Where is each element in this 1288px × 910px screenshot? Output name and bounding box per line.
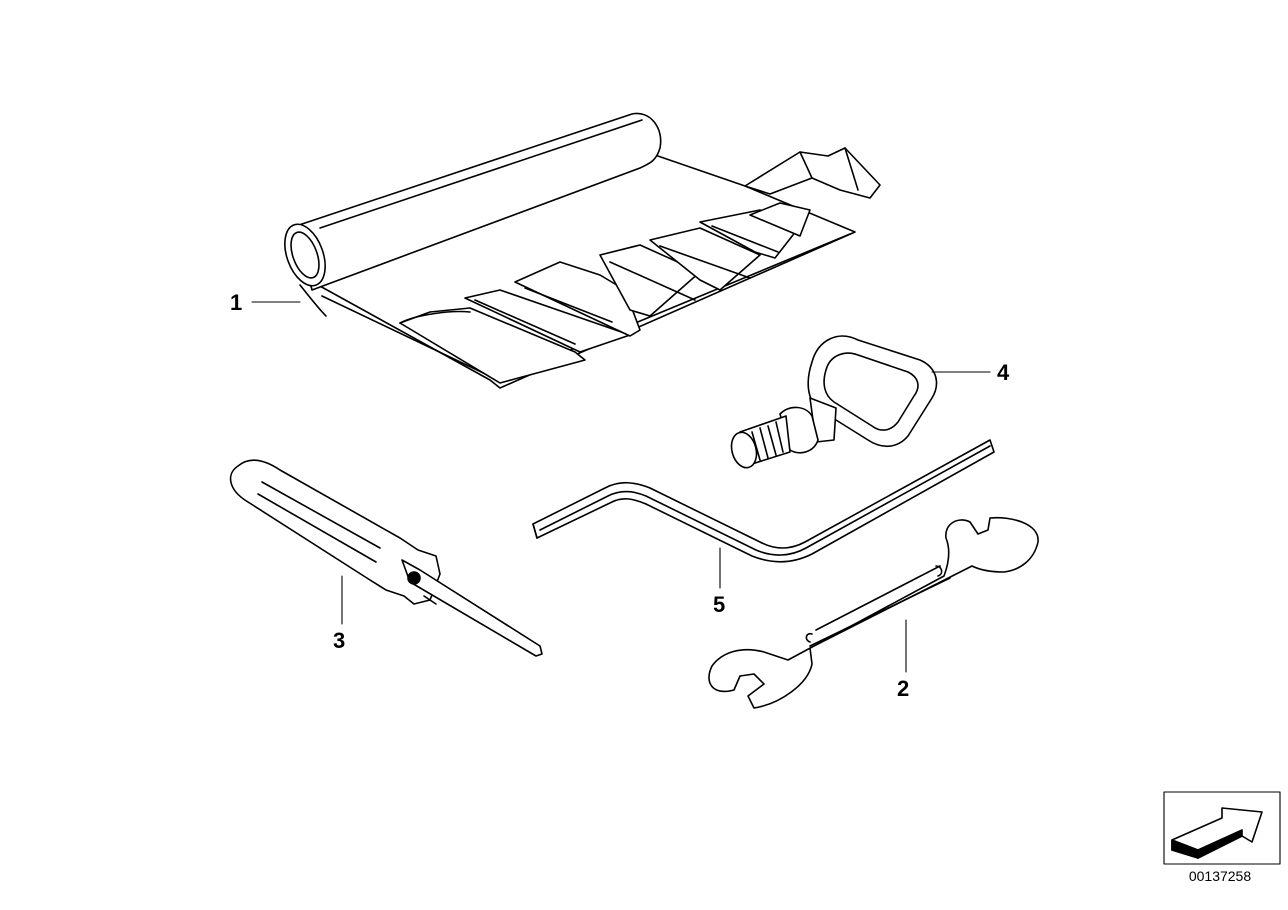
screwdriver <box>229 459 543 657</box>
part-number-label: 2 <box>897 676 910 701</box>
part-number-label: 5 <box>713 592 726 617</box>
hex-wrench-bar <box>532 439 995 563</box>
part-number-label: 1 <box>230 290 243 315</box>
part-number-label: 3 <box>333 628 346 653</box>
towing-eye <box>730 335 938 469</box>
document-number: 00137258 <box>1188 868 1252 884</box>
open-end-wrench <box>708 516 1039 709</box>
document-symbol <box>1163 791 1281 865</box>
leader-lines <box>251 301 991 673</box>
tool-roll-bag <box>284 112 881 389</box>
part-number-label: 4 <box>997 360 1010 385</box>
